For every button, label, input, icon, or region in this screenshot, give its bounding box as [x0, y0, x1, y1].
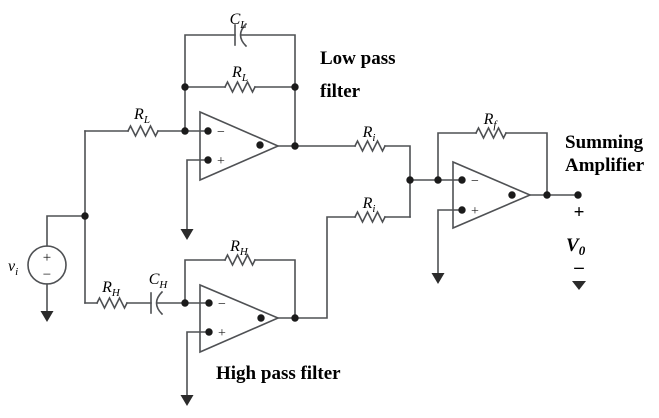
terminal-dot	[508, 191, 516, 199]
resistor-rh-input	[96, 297, 128, 309]
label-rh-input: RH	[101, 279, 121, 299]
label-rl-feedback: RL	[231, 64, 248, 84]
output-ground-marker	[572, 281, 586, 290]
wire	[84, 130, 209, 230]
wire	[186, 331, 210, 396]
source-plus-sign: +	[43, 250, 51, 266]
terminal-dot	[205, 299, 213, 307]
terminal-dot	[204, 127, 212, 135]
wire	[437, 209, 463, 274]
summing-minus-sign: −	[471, 174, 479, 189]
junction-dot	[291, 142, 299, 150]
annotation-summing-line1: Summing	[565, 132, 644, 153]
junction-dot	[81, 212, 89, 220]
ground-arrow-low-pass	[180, 229, 194, 240]
label-rh-feedback: RH	[229, 238, 249, 258]
terminal-dot	[204, 156, 212, 164]
annotation-low-pass-line2: filter	[320, 81, 361, 102]
label-vi: vi	[8, 258, 18, 278]
junction-dot	[181, 127, 189, 135]
label-cl: CL	[230, 11, 247, 31]
label-rl-input: RL	[133, 106, 150, 126]
voltage-source	[27, 245, 67, 285]
junction-dot	[291, 83, 299, 91]
ground-arrow-source	[40, 311, 54, 322]
source-minus-sign: −	[43, 267, 51, 283]
terminal-dot	[257, 314, 265, 322]
output-voltage-label: V0	[566, 235, 586, 258]
resistor-rf	[475, 127, 507, 139]
wire	[184, 259, 296, 319]
lowpass-minus-sign: −	[217, 125, 225, 140]
label-ch: CH	[149, 271, 169, 291]
highpass-plus-sign: +	[218, 326, 226, 341]
terminal-dot	[256, 141, 264, 149]
resistor-rl-feedback	[224, 81, 256, 93]
junction-dot	[291, 314, 299, 322]
opamp-high-pass	[199, 283, 281, 354]
output-terminal-dot	[574, 191, 582, 199]
opamp-summing	[452, 160, 533, 230]
summing-plus-sign: +	[471, 204, 479, 219]
junction-dot	[406, 176, 414, 184]
annotation-low-pass-line1: Low pass	[320, 48, 396, 69]
resistor-rl-input	[127, 125, 159, 137]
terminal-dot	[458, 176, 466, 184]
annotation-high-pass: High pass filter	[216, 363, 341, 384]
ground-arrow-high-pass	[180, 395, 194, 406]
junction-dot	[434, 176, 442, 184]
junction-dots	[81, 83, 582, 336]
label-ri-bottom: Ri	[362, 195, 376, 215]
output-plus-sign: +	[574, 202, 585, 223]
wire-group	[46, 34, 579, 396]
wire	[277, 216, 411, 319]
ground-arrow-summing	[431, 273, 445, 284]
wire	[46, 130, 86, 312]
label-rf: Rf	[483, 111, 499, 131]
resistor-ri-bottom	[354, 211, 386, 223]
wire	[277, 145, 463, 218]
label-ri-top: Ri	[362, 124, 376, 144]
terminal-dot	[458, 206, 466, 214]
highpass-minus-sign: −	[218, 297, 226, 312]
output-minus-sign: –	[573, 257, 584, 278]
wire	[437, 132, 548, 196]
lowpass-plus-sign: +	[217, 154, 225, 169]
terminal-dot	[205, 328, 213, 336]
annotation-summing-line2: Amplifier	[565, 155, 645, 176]
junction-dot	[181, 83, 189, 91]
junction-dot	[543, 191, 551, 199]
opamp-low-pass	[199, 110, 281, 182]
resistor-ri-top	[354, 140, 386, 152]
junction-dot	[181, 299, 189, 307]
